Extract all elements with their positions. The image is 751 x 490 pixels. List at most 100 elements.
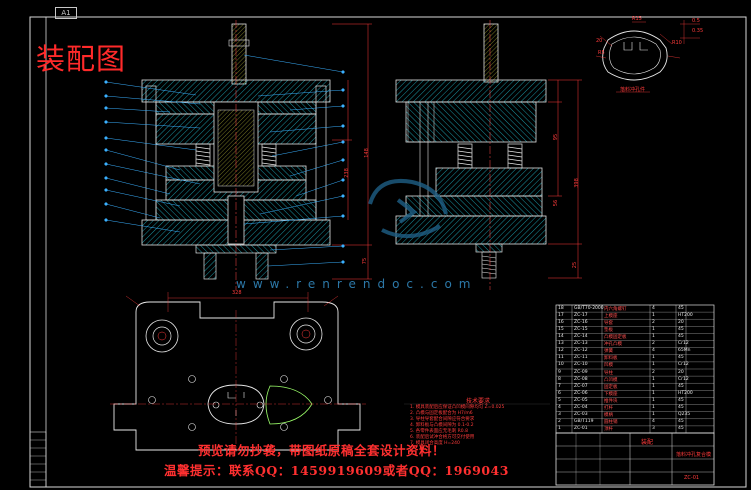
bom-cell: 1 xyxy=(558,426,561,432)
bom-cell: 1 xyxy=(652,334,655,340)
bom-cell: ZC-11 xyxy=(574,355,588,361)
part-caption: 落料冲孔件 xyxy=(620,87,646,93)
bom-cell: 17 xyxy=(558,312,564,318)
note-item: 4. 卸料板与凸模间隙为 0.1-0.2 xyxy=(410,423,474,428)
bom-cell: 2 xyxy=(652,369,655,375)
note-item: 7. 模具闭合高度 H=240 xyxy=(410,441,460,446)
bom-cell: Cr12 xyxy=(678,362,689,368)
bom-cell: 45 xyxy=(678,419,684,425)
bom-cell: 45 xyxy=(678,426,684,432)
bom-cell: 1 xyxy=(652,398,655,404)
bom-cell: ZC-14 xyxy=(574,334,588,340)
watermark-line-2: 温馨提示：联系QQ：1459919609或者QQ：1969043 xyxy=(164,463,509,478)
bom-cell: 凸凹模 xyxy=(604,377,618,383)
bom-cell: 9 xyxy=(558,369,561,375)
bom-cell: 打杆 xyxy=(604,406,613,412)
bom-cell: 2 xyxy=(558,419,561,425)
bom-cell: 4 xyxy=(652,348,655,354)
bom-cell: 2 xyxy=(652,341,655,347)
bom-cell: 下模座 xyxy=(604,391,618,397)
dim-part-a: R5 xyxy=(598,50,605,56)
dim-tol-top: 0.5 xyxy=(692,18,700,24)
bom-cell: 45 xyxy=(678,405,684,411)
bom-cell: 45 xyxy=(678,326,684,332)
bom-cell: ZC-03 xyxy=(574,412,588,418)
note-item: 3. 导柱导套配合间隙应符合要求 xyxy=(410,417,475,422)
bom-cell: 1 xyxy=(652,405,655,411)
note-item: 1. 模具装配后应保证凸凹模间隙均匀 Z=0.025 xyxy=(410,405,505,410)
watermark-logo xyxy=(368,179,448,238)
bom-cell: 45 xyxy=(678,334,684,340)
bom-cell: 4 xyxy=(558,405,561,411)
bom-cell: ZC-10 xyxy=(574,362,588,368)
notes-title: 技术要求 xyxy=(466,398,491,405)
bom-cell: 推件块 xyxy=(604,399,618,405)
bom-cell: Cr12 xyxy=(678,341,689,347)
bom-cell: 11 xyxy=(558,355,564,361)
site-url-watermark: www.renrendoc.com xyxy=(236,277,478,291)
note-item: 5. 各零件表面应无毛刺 R0.8 xyxy=(410,429,468,434)
bom-cell: HT200 xyxy=(678,390,693,396)
dim-front-lower: 75 xyxy=(362,257,369,265)
bom-cell: GB/T70-2000 xyxy=(574,305,604,311)
bom-cell: 1 xyxy=(652,412,655,418)
bom-cell: 冲孔凸模 xyxy=(604,342,622,348)
dim-tol-bot: 0.35 xyxy=(692,28,704,34)
title-block-company: 装配 xyxy=(641,439,654,446)
dim-part-b: R10 xyxy=(672,40,682,46)
dim-part-c: R15 xyxy=(632,16,642,22)
plan-view xyxy=(110,292,366,452)
bom-cell: 14 xyxy=(558,334,564,340)
bom-cell: HT200 xyxy=(678,312,693,318)
bom-cell: 15 xyxy=(558,326,564,332)
bom-cell: ZC-04 xyxy=(574,405,588,411)
inner-frame xyxy=(45,16,747,488)
bom-cell: 凸模固定板 xyxy=(604,335,627,341)
bom-cell: 45 xyxy=(678,305,684,311)
bom-cell: GB/T119 xyxy=(574,419,594,425)
note-item: 6. 装配后试冲合格方可交付使用 xyxy=(410,435,475,440)
bom-cell: ZC-05 xyxy=(574,398,588,404)
bom-cell: ZC-09 xyxy=(574,369,588,375)
bom-cell: 1 xyxy=(652,326,655,332)
bom-cell: ZC-13 xyxy=(574,341,588,347)
bom-cell: Cr12 xyxy=(678,376,689,382)
bom-cell: 7 xyxy=(558,383,561,389)
watermark-line-1: 预览请勿抄袭，带图纸原稿全套设计资料！ xyxy=(198,443,446,458)
title-block xyxy=(555,432,715,486)
bom-cell: ZC-06 xyxy=(574,390,588,396)
bom-cell: 内六角螺钉 xyxy=(604,306,627,312)
binding-strip xyxy=(29,431,47,488)
dim-part-d: 20 xyxy=(596,38,603,44)
bom-cell: 模柄 xyxy=(604,413,613,419)
bom-cell: 16 xyxy=(558,319,564,325)
bom-cell: 圆柱销 xyxy=(604,420,618,426)
bom-cell: 13 xyxy=(558,341,564,347)
bom-cell: 固定板 xyxy=(604,384,618,390)
bom-cell: 垫板 xyxy=(604,327,613,333)
dim-plan-width: 328 xyxy=(232,290,242,296)
dim-side-upper: 95 xyxy=(553,133,560,141)
dim-side-mid: 56 xyxy=(553,199,560,207)
bom-cell: 12 xyxy=(558,348,564,354)
bom-cell: 4 xyxy=(652,305,655,311)
bom-cell: 45 xyxy=(678,398,684,404)
bom-cell: 上模座 xyxy=(604,313,618,319)
bom-cell: Q235 xyxy=(678,412,691,418)
bom-cell: 1 xyxy=(652,312,655,318)
part-leaders-right xyxy=(243,54,345,267)
assembly-title: 装配图 xyxy=(36,42,127,76)
bom-cell: 导套 xyxy=(604,320,613,326)
bom-cell: 8 xyxy=(558,376,561,382)
dim-side-lower: 25 xyxy=(572,261,579,269)
bom-cell: 5 xyxy=(558,398,561,404)
part-leaders-left xyxy=(104,80,201,233)
bom-cell: ZC-17 xyxy=(574,312,588,318)
bom-cell: 10 xyxy=(558,362,564,368)
binding-strip-grid xyxy=(30,439,46,481)
bom-cell: 1 xyxy=(652,362,655,368)
bom-cell: 65Mn xyxy=(678,348,691,354)
